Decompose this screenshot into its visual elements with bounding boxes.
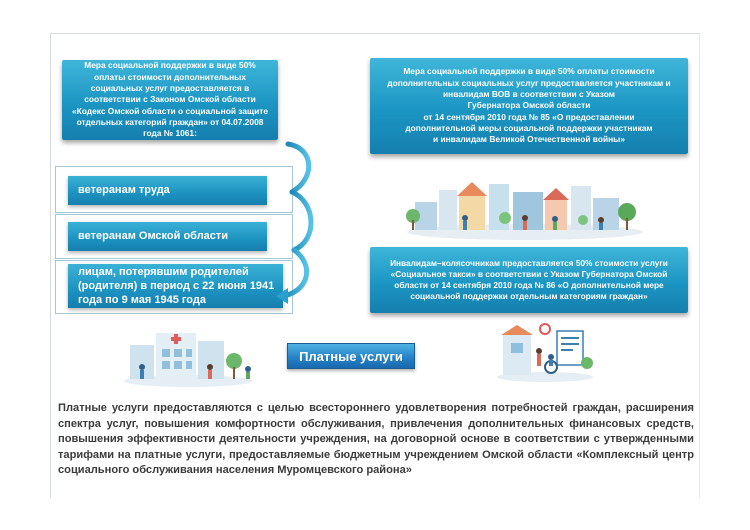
- social-taxi-line: области от 14 сентября 2010 года № 86 «О…: [394, 280, 664, 290]
- category-label: ветеранам Омской области: [78, 230, 229, 243]
- hospital-illustration: [124, 333, 252, 387]
- paid-services-button[interactable]: Платные услуги: [287, 343, 415, 369]
- decree-85-line: Губернатора Омской области: [467, 100, 591, 111]
- social-care-illustration: [497, 323, 593, 382]
- decree-85-line: и инвалидам Великой Отечественной войны»: [432, 134, 625, 145]
- category-labor-veterans: ветеранам труда: [68, 176, 267, 205]
- social-taxi-line: Инвалидам–колясочникам предоставляется 5…: [390, 257, 668, 268]
- social-taxi-box: Инвалидам–колясочникам предоставляется 5…: [370, 247, 688, 313]
- frame-right-border: [699, 33, 700, 498]
- social-taxi-text: Инвалидам–колясочникам предоставляется 5…: [390, 258, 668, 303]
- frame-left-border: [50, 33, 51, 498]
- decree-85-line: дополнительных социальных услуг предоста…: [387, 77, 671, 88]
- law-1061-text: Мера социальной поддержки в виде 50% опл…: [71, 60, 268, 139]
- frame-top-border: [50, 33, 700, 34]
- city-illustration: [406, 182, 643, 240]
- decree-85-line: Мера социальной поддержки в виде 50% опл…: [403, 66, 655, 77]
- decree-85-line: дополнительной меры социальной поддержки…: [405, 123, 653, 134]
- category-label: лицам, потерявшим родителей (родителя) в…: [78, 265, 275, 307]
- curved-arrow-icon: [276, 141, 314, 304]
- decree-85-text: Мера социальной поддержки в виде 50% опл…: [387, 66, 670, 145]
- decree-85-line: от 14 сентября 2010 года № 85 «О предост…: [423, 111, 635, 122]
- social-taxi-line: «Социальное такси» в соответствии с Указ…: [390, 268, 668, 279]
- paid-services-label: Платные услуги: [299, 348, 403, 364]
- law-1061-box: Мера социальной поддержки в виде 50% опл…: [62, 60, 278, 140]
- category-label: ветеранам труда: [78, 184, 170, 197]
- category-omsk-veterans: ветеранам Омской области: [68, 222, 267, 251]
- decree-85-line: инвалидам ВОВ в соответствии с Указом: [443, 88, 615, 99]
- decree-85-box: Мера социальной поддержки в виде 50% опл…: [370, 58, 688, 154]
- paid-services-description: Платные услуги предоставляются с целью в…: [58, 402, 694, 477]
- social-taxi-line: социальной поддержки отдельным категория…: [410, 291, 648, 302]
- category-lost-parents: лицам, потерявшим родителей (родителя) в…: [68, 264, 283, 308]
